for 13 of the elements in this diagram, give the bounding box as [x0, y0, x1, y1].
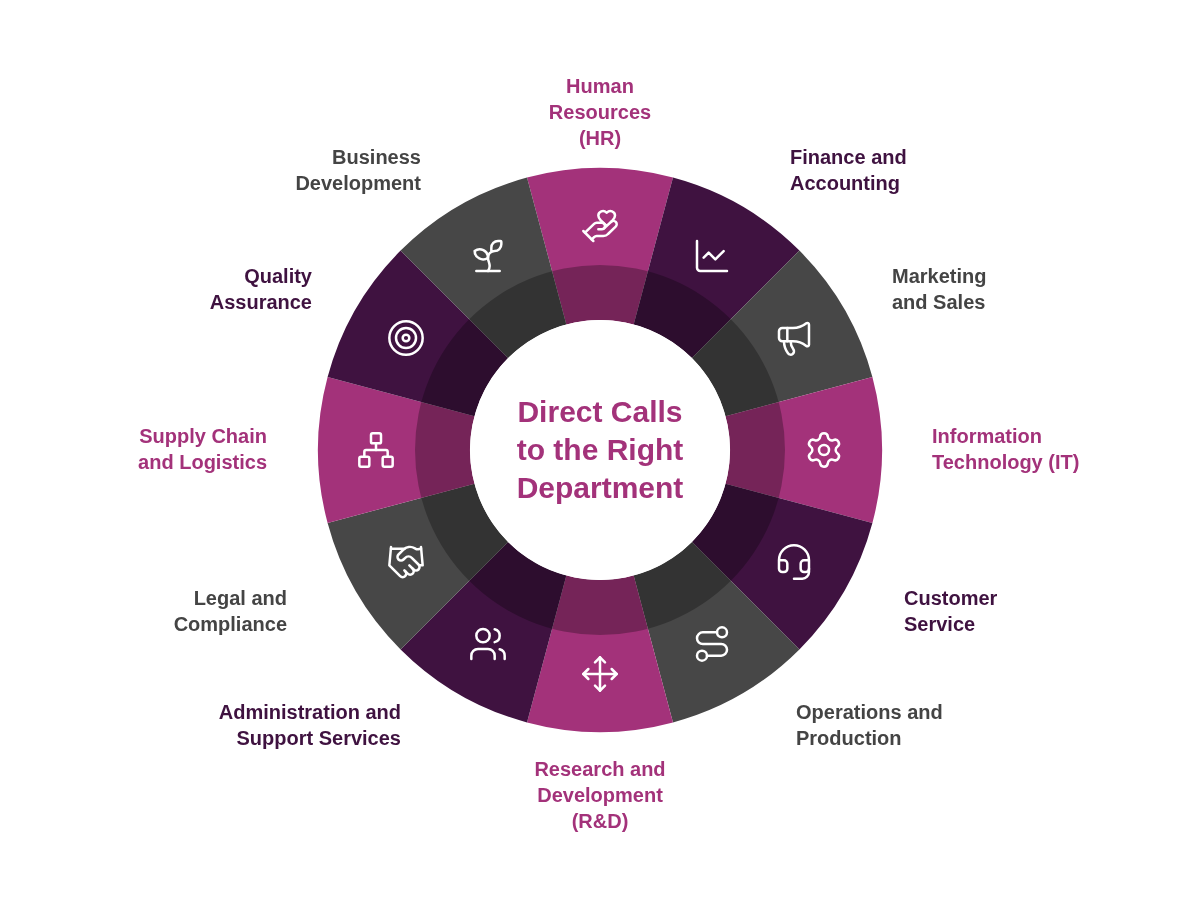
- department-label: Supply Chain and Logistics: [137, 424, 267, 475]
- department-label: Customer Service: [904, 586, 999, 637]
- center-title: Direct Calls to the Right Department: [515, 394, 685, 506]
- department-label: Finance and Accounting: [790, 145, 908, 196]
- department-label: Operations and Production: [796, 700, 944, 751]
- department-label: Quality Assurance: [208, 264, 312, 315]
- department-label: Administration and Support Services: [217, 700, 401, 751]
- department-label: Information Technology (IT): [932, 424, 1081, 475]
- department-label: Legal and Compliance: [172, 586, 287, 637]
- department-label: Research and Development (R&D): [533, 757, 667, 834]
- department-label: Business Development: [294, 145, 421, 196]
- department-label: Human Resources (HR): [547, 74, 653, 151]
- department-label: Marketing and Sales: [892, 264, 988, 315]
